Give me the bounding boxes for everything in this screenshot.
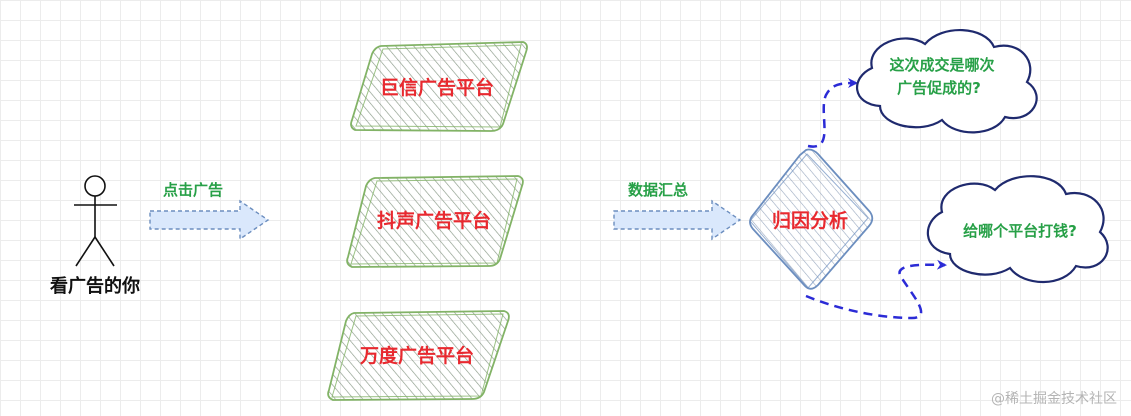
question-cloud-2: 给哪个平台打钱? — [926, 175, 1109, 284]
data-aggregate-arrow — [613, 199, 742, 241]
platform-tremble-voice-label: 抖声广告平台 — [377, 209, 491, 232]
connector-to-question-1 — [807, 78, 858, 148]
platform-giant-letter: 巨信广告平台 — [350, 41, 528, 132]
platform-giant-letter-label: 巨信广告平台 — [380, 76, 494, 99]
click-ad-arrow — [149, 199, 270, 241]
actor-label: 看广告的你 — [49, 275, 140, 297]
platform-ten-thousand-degree: 万度广告平台 — [327, 310, 510, 401]
watermark: @稀土掘金技术社区 — [991, 391, 1117, 407]
click-ad-label: 点击广告 — [163, 181, 223, 199]
question-cloud-1: 这次成交是哪次 广告促成的? — [855, 29, 1038, 134]
attribution-diamond: 归因分析 — [749, 148, 874, 290]
question-1-line-1: 这次成交是哪次 — [889, 56, 994, 74]
data-aggregate-label: 数据汇总 — [628, 181, 688, 199]
connector-to-question-2 — [805, 259, 947, 320]
attribution-label: 归因分析 — [772, 209, 848, 232]
actor-figure-icon — [74, 175, 117, 267]
question-1-line-2: 广告促成的? — [897, 79, 981, 97]
platform-tremble-voice: 抖声广告平台 — [346, 175, 524, 268]
platform-ten-thousand-degree-label: 万度广告平台 — [359, 344, 474, 367]
question-2-text: 给哪个平台打钱? — [963, 222, 1077, 240]
